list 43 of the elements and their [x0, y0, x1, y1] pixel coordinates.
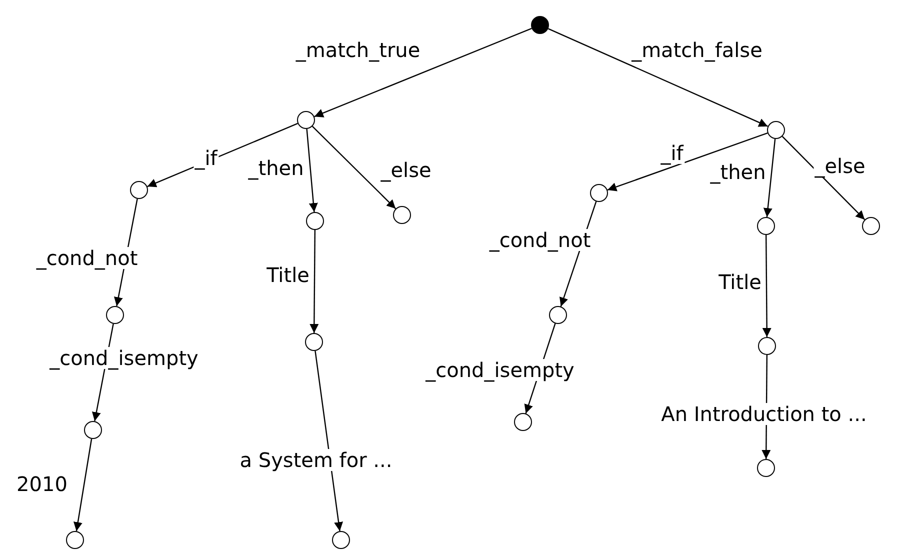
- arrow: [314, 28, 532, 118]
- root-dot: [531, 16, 549, 34]
- arrow: [310, 230, 319, 333]
- edge-label: a System for ...: [238, 449, 394, 471]
- edge-label: _cond_not: [488, 229, 592, 251]
- arrow: [782, 136, 866, 220]
- edge-label: _match_false: [630, 39, 764, 61]
- arrow: [306, 128, 318, 212]
- tree-node-circle: [758, 337, 776, 355]
- tree-node-circle: [393, 206, 411, 224]
- arrow: [763, 138, 776, 218]
- edge-label: _if: [660, 142, 684, 164]
- edge-label: _then: [709, 161, 767, 183]
- tree-node-circle: [297, 111, 315, 129]
- edge-label: _else: [380, 159, 432, 181]
- tree-node-circle: [514, 413, 532, 431]
- tree-node-circle: [590, 184, 608, 202]
- tree-node-circle: [84, 421, 102, 439]
- arrow: [548, 28, 768, 127]
- tree-node-circle: [130, 181, 148, 199]
- edge-label: _cond_not: [35, 247, 139, 269]
- arrow: [73, 438, 92, 532]
- tree-node-circle: [106, 306, 124, 324]
- tree-node-circle: [332, 531, 350, 549]
- edge-label: _match_true: [294, 39, 422, 61]
- arrow: [312, 126, 396, 210]
- tree-node-circle: [757, 459, 775, 477]
- edge-label: _cond_isempty: [48, 347, 200, 369]
- arrow: [607, 132, 768, 192]
- edge-label: _else: [814, 155, 866, 177]
- tree-node-circle: [66, 531, 84, 549]
- edge-label: An Introduction to ...: [660, 403, 868, 425]
- arrow: [762, 235, 772, 337]
- tree-node-circle: [767, 121, 785, 139]
- edge-label: _cond_isempty: [424, 359, 576, 381]
- tree-node-circle: [862, 217, 880, 235]
- edge-label: _if: [194, 147, 218, 169]
- tree-node-circle: [757, 217, 775, 235]
- edge-label: _then: [247, 157, 305, 179]
- arrow: [314, 350, 344, 532]
- tree-node-circle: [306, 212, 324, 230]
- tree-node-circle: [305, 333, 323, 351]
- tree-node-circle: [549, 306, 567, 324]
